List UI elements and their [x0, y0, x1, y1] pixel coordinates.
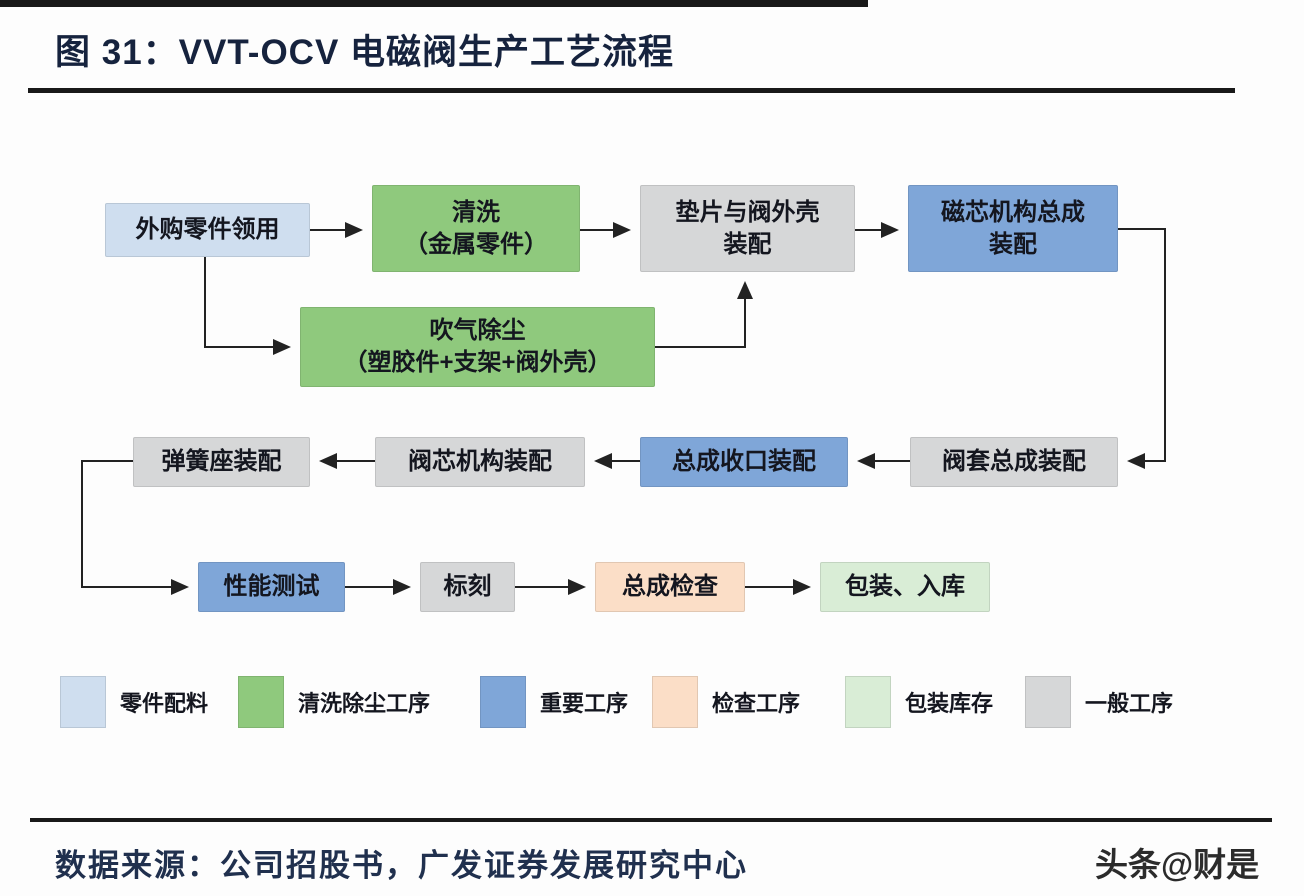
legend-label-general: 一般工序 — [1085, 691, 1174, 716]
legend-label-package: 包装库存 — [905, 691, 994, 716]
flow-node-assembly-crimping: 总成收口装配 — [640, 437, 848, 487]
legend-swatch-general — [1025, 676, 1071, 728]
legend-item-important: 重要工序 — [480, 676, 628, 728]
legend-label-important: 重要工序 — [540, 691, 629, 716]
legend: 零件配料 清洗除尘工序 重要工序 检查工序 包装库存 一般工序 — [0, 676, 1304, 728]
flow-node-marking: 标刻 — [420, 562, 515, 612]
data-source-text: 数据来源：公司招股书，广发证券发展研究中心 — [55, 848, 748, 883]
legend-label-parts: 零件配料 — [120, 691, 209, 716]
legend-item-inspect: 检查工序 — [652, 676, 800, 728]
flow-node-packing-warehousing: 包装、入库 — [820, 562, 990, 612]
toutiao-watermark: 头条@财是 — [1095, 846, 1260, 883]
flow-node-valve-sleeve-assembly: 阀套总成装配 — [910, 437, 1118, 487]
legend-swatch-parts — [60, 676, 106, 728]
legend-swatch-important — [480, 676, 526, 728]
legend-item-package: 包装库存 — [845, 676, 993, 728]
arrow-blow-to-gasket — [655, 281, 753, 348]
top-border-bar — [0, 0, 868, 7]
arrow-purchase-to-blow — [204, 257, 291, 355]
legend-item-general: 一般工序 — [1025, 676, 1173, 728]
legend-label-clean: 清洗除尘工序 — [298, 691, 431, 716]
flow-node-gasket-valve-shell-assembly: 垫片与阀外壳 装配 — [640, 185, 855, 272]
arrow-core-to-sleeve — [1118, 228, 1166, 469]
flow-node-air-blow-dedust: 吹气除尘 （塑胶件+支架+阀外壳） — [300, 307, 655, 387]
flow-node-valve-spool-assembly: 阀芯机构装配 — [375, 437, 585, 487]
flow-node-assembly-inspection: 总成检查 — [595, 562, 745, 612]
legend-item-parts: 零件配料 — [60, 676, 208, 728]
title-underline — [28, 88, 1235, 93]
flow-node-performance-test: 性能测试 — [198, 562, 345, 612]
legend-swatch-package — [845, 676, 891, 728]
figure-title: 图 31：VVT-OCV 电磁阀生产工艺流程 — [55, 33, 675, 72]
footer-divider — [30, 818, 1272, 822]
legend-swatch-inspect — [652, 676, 698, 728]
legend-item-clean: 清洗除尘工序 — [238, 676, 430, 728]
flow-node-purchase-parts: 外购零件领用 — [105, 203, 310, 257]
flow-node-magnetic-core-assembly: 磁芯机构总成 装配 — [908, 185, 1118, 272]
legend-label-inspect: 检查工序 — [712, 691, 801, 716]
legend-swatch-clean — [238, 676, 284, 728]
flow-node-spring-seat-assembly: 弹簧座装配 — [133, 437, 310, 487]
flow-node-wash-metal-parts: 清洗 （金属零件） — [372, 185, 580, 272]
